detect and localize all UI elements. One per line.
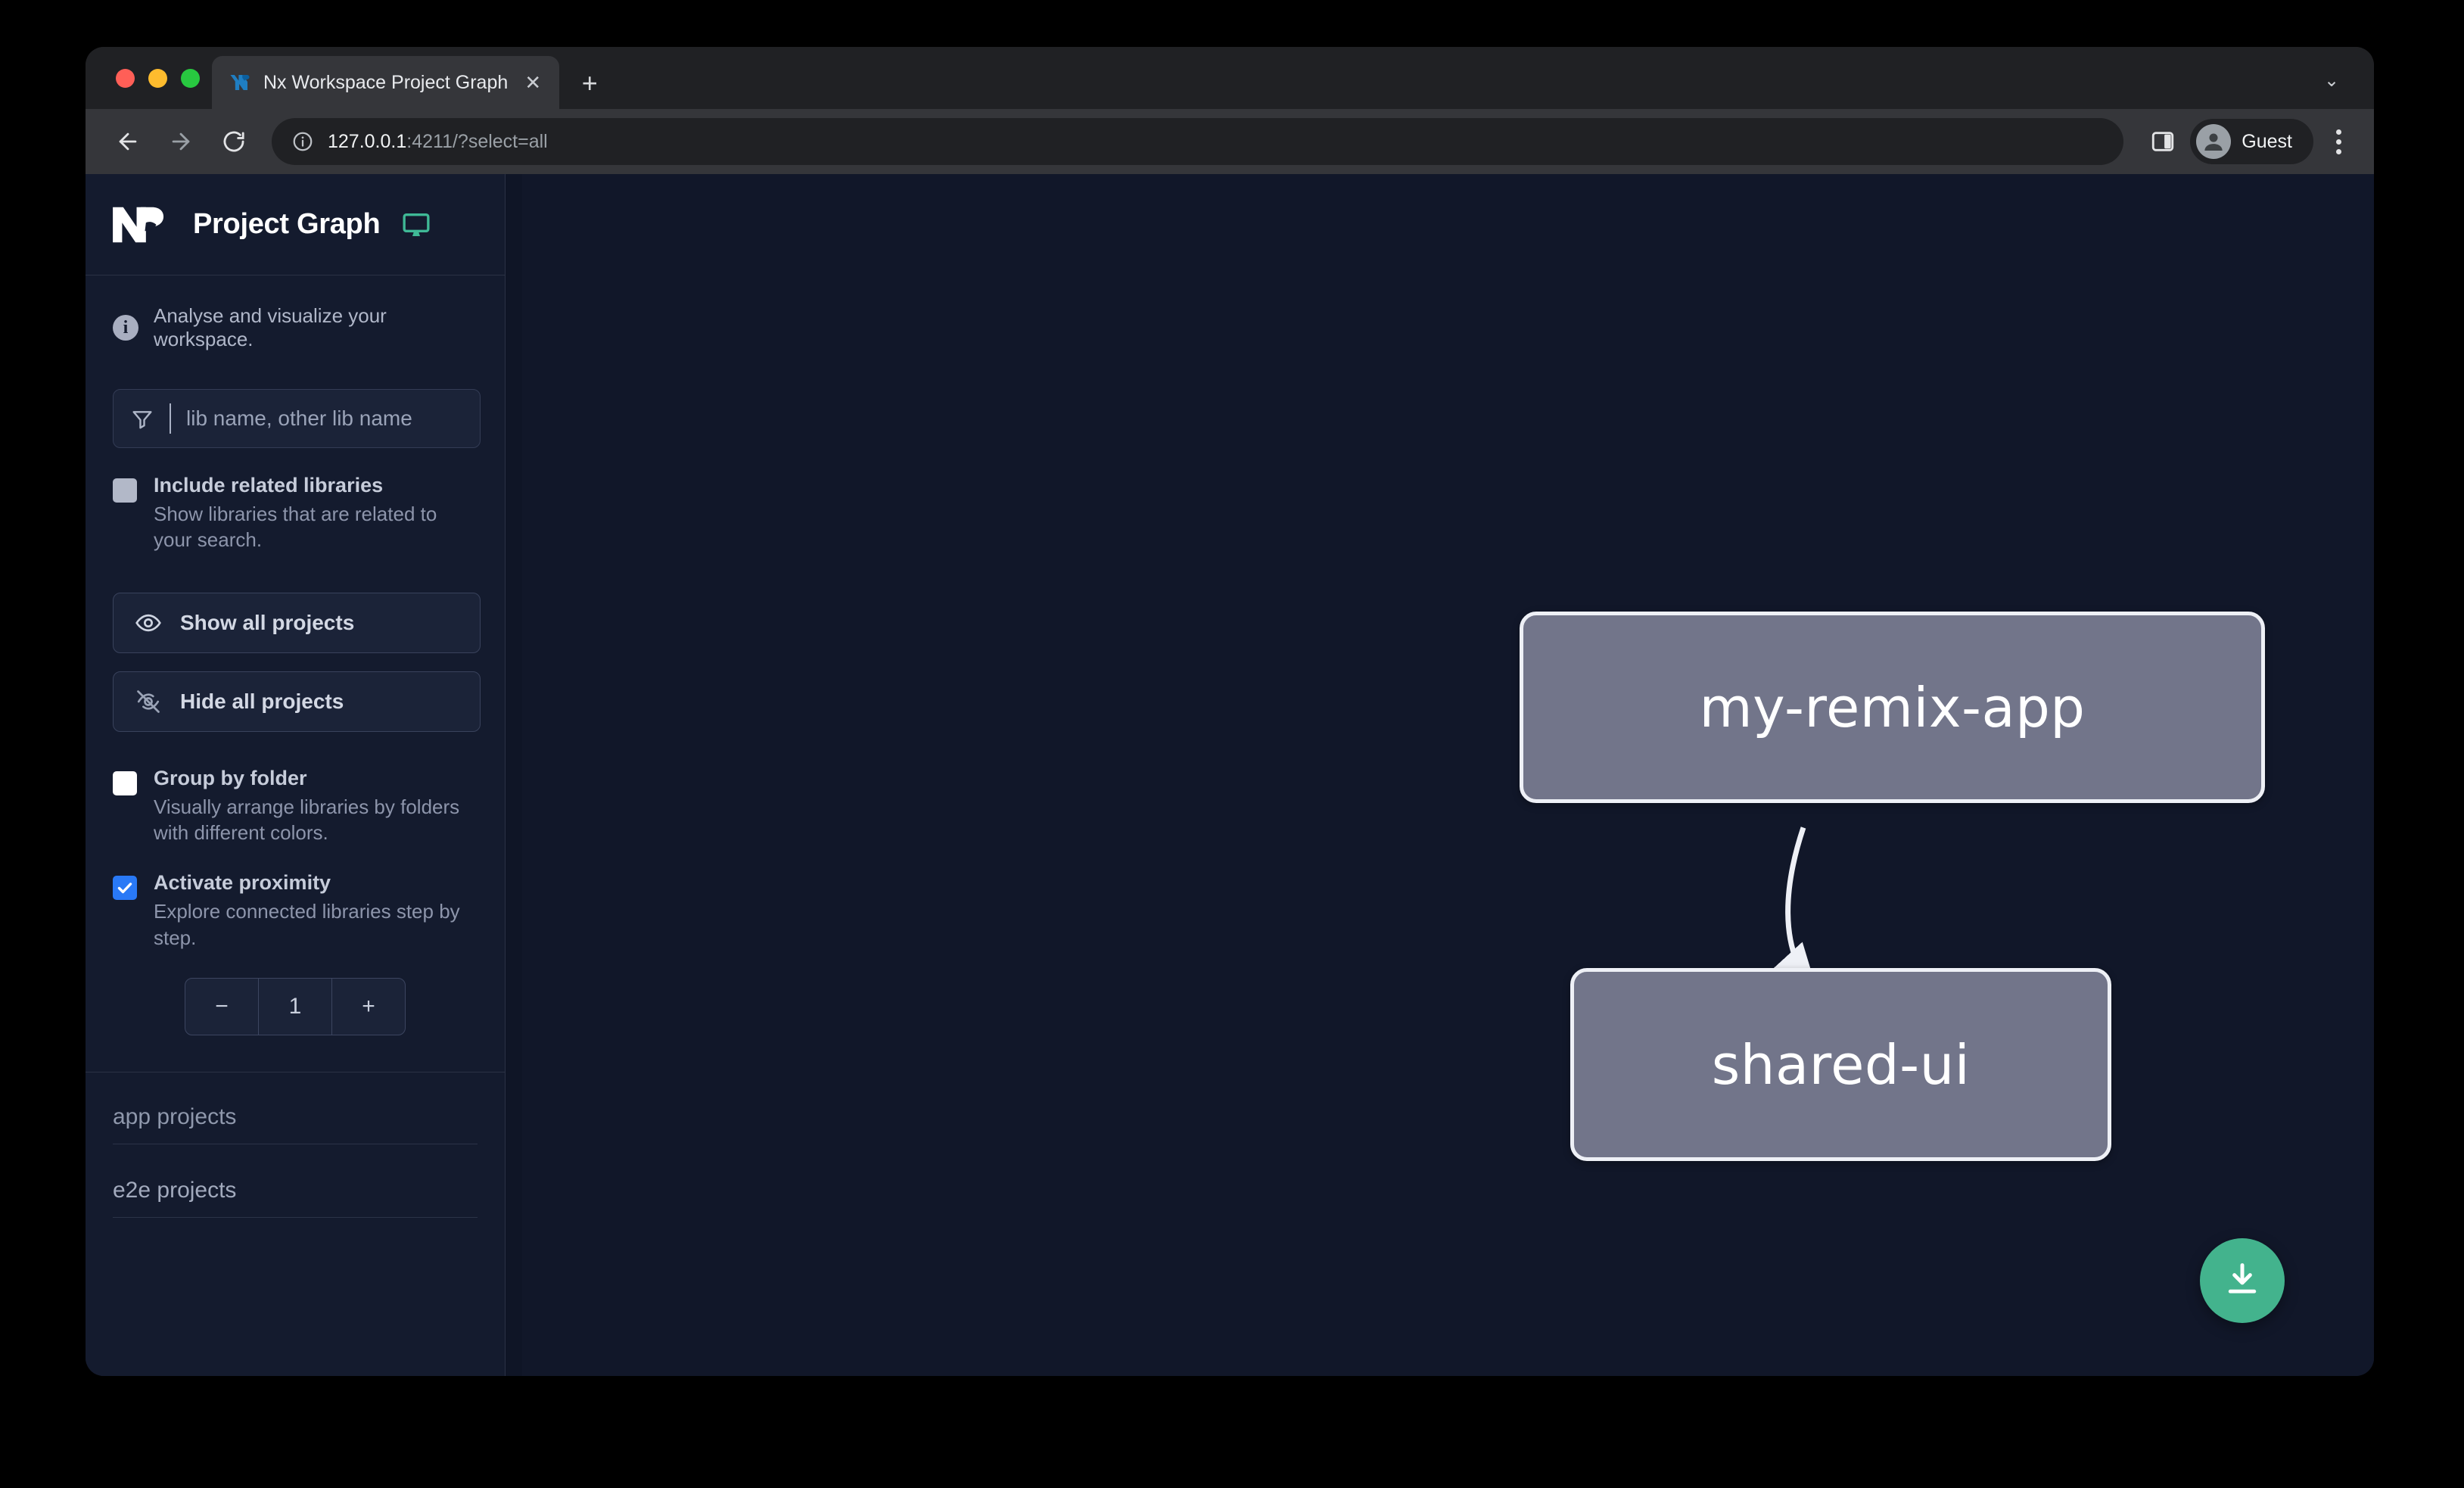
group-e2e-projects[interactable]: e2e projects	[86, 1144, 505, 1219]
url-text: 127.0.0.1:4211/?select=all	[328, 131, 548, 153]
checkbox-group-by-folder[interactable]	[113, 770, 137, 795]
new-tab-button[interactable]: +	[581, 67, 598, 98]
proximity-increment-button[interactable]: +	[362, 994, 375, 1019]
proximity-decrement-button[interactable]: −	[185, 979, 259, 1035]
show-all-projects-label: Show all projects	[180, 610, 355, 634]
sidebar-header: Project Graph	[86, 174, 505, 275]
option-description: Explore connected libraries step by step…	[154, 900, 460, 949]
project-graph-canvas[interactable]: my-remix-app shared-ui	[522, 174, 2374, 1376]
option-label: Include related libraries	[154, 474, 384, 497]
person-avatar-icon	[2196, 124, 2232, 159]
option-activate-proximity[interactable]: Activate proximity Explore connected lib…	[86, 845, 505, 951]
show-all-projects-button[interactable]: Show all projects	[113, 592, 481, 653]
sidebar-scroll-area: i Analyse and visualize your workspace. …	[86, 275, 505, 1376]
option-label: Activate proximity	[154, 871, 331, 895]
option-description: Show libraries that are related to your …	[154, 503, 437, 552]
minimize-window-button[interactable]	[148, 68, 167, 88]
search-input[interactable]: lib name, other lib name	[113, 389, 481, 448]
profile-button[interactable]: Guest	[2190, 119, 2313, 164]
hide-all-projects-label: Hide all projects	[180, 689, 344, 713]
info-circle-icon[interactable]	[291, 130, 314, 153]
info-text: Analyse and visualize your workspace.	[154, 304, 387, 350]
eye-slash-icon	[135, 688, 162, 715]
tab-strip: Nx Workspace Project Graph ✕ + ⌄	[86, 47, 2374, 109]
eye-icon	[135, 609, 162, 637]
download-image-button[interactable]	[2200, 1238, 2285, 1323]
graph-node-shared-ui[interactable]: shared-ui	[1570, 968, 2111, 1161]
reload-button[interactable]	[211, 119, 257, 164]
group-app-projects[interactable]: app projects	[86, 1072, 505, 1145]
monitor-icon[interactable]	[401, 210, 431, 240]
group-app-projects-label: app projects	[113, 1104, 478, 1145]
option-text-group: Group by folder Visually arrange librari…	[154, 767, 479, 846]
info-icon: i	[113, 315, 138, 341]
checkbox-include-related-libraries[interactable]	[113, 478, 137, 503]
close-window-button[interactable]	[116, 68, 135, 88]
toolbar-right-group: Guest	[2142, 119, 2357, 164]
funnel-filter-icon	[130, 406, 154, 431]
option-text-group: Include related libraries Show libraries…	[154, 474, 479, 553]
profile-name: Guest	[2242, 130, 2292, 152]
window-traffic-lights	[108, 47, 212, 109]
graph-node-my-remix-app[interactable]: my-remix-app	[1520, 612, 2265, 803]
side-panel-icon[interactable]	[2142, 120, 2184, 163]
maximize-window-button[interactable]	[181, 68, 200, 88]
graph-edge-my-remix-app-to-shared-ui	[1770, 826, 1818, 994]
back-button[interactable]	[105, 119, 151, 164]
url-path: :4211/?select=all	[406, 130, 548, 152]
forward-button[interactable]	[158, 119, 204, 164]
option-text-group: Activate proximity Explore connected lib…	[154, 871, 479, 951]
kebab-menu-icon[interactable]	[2319, 120, 2357, 163]
option-include-related-libraries[interactable]: Include related libraries Show libraries…	[86, 448, 505, 553]
address-bar[interactable]: 127.0.0.1:4211/?select=all	[272, 118, 2124, 165]
browser-window: Nx Workspace Project Graph ✕ + ⌄	[86, 47, 2374, 1376]
search-placeholder: lib name, other lib name	[186, 406, 412, 430]
hide-all-projects-button[interactable]: Hide all projects	[113, 671, 481, 732]
group-e2e-projects-label: e2e projects	[113, 1178, 478, 1219]
nx-logo-icon	[229, 71, 251, 94]
url-host: 127.0.0.1	[328, 130, 407, 152]
tab-title: Nx Workspace Project Graph	[263, 71, 509, 93]
option-label: Group by folder	[154, 766, 307, 789]
option-group-by-folder[interactable]: Group by folder Visually arrange librari…	[86, 732, 505, 846]
page-title: Project Graph	[193, 208, 381, 240]
chevron-down-icon[interactable]: ⌄	[2323, 70, 2340, 91]
checkbox-activate-proximity[interactable]	[113, 876, 137, 901]
proximity-stepper: − 1 +	[185, 978, 406, 1036]
info-banner: i Analyse and visualize your workspace.	[86, 275, 505, 351]
browser-toolbar: 127.0.0.1:4211/?select=all Guest	[86, 109, 2374, 174]
download-icon	[2222, 1259, 2263, 1303]
sidebar: Project Graph i Analyse and visualize yo…	[86, 174, 506, 1376]
nx-logo-icon	[110, 203, 172, 247]
page-viewport: Project Graph i Analyse and visualize yo…	[86, 174, 2374, 1376]
option-description: Visually arrange libraries by folders wi…	[154, 795, 460, 845]
browser-tab[interactable]: Nx Workspace Project Graph ✕	[212, 56, 560, 109]
proximity-value: 1	[259, 979, 332, 1035]
close-tab-button[interactable]: ✕	[524, 70, 542, 94]
text-caret	[170, 403, 171, 434]
